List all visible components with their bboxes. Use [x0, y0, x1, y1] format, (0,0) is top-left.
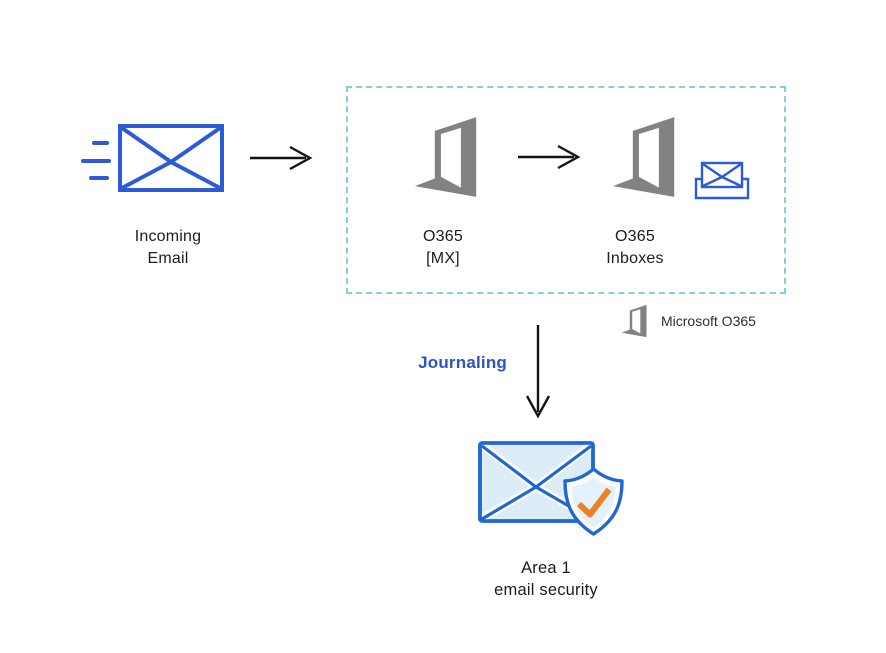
arrow-right-icon [250, 145, 313, 171]
incoming-email-label: Incoming Email [134, 228, 202, 267]
o365-group-box [346, 86, 786, 294]
speed-line-icon [89, 176, 109, 180]
legend-label: Microsoft O365 [661, 313, 756, 329]
arrow-right-icon [518, 144, 581, 170]
shield-check-icon [563, 467, 624, 536]
office365-icon [621, 304, 647, 338]
legend: Microsoft O365 [618, 302, 756, 340]
envelope-shield-check-icon [478, 441, 624, 536]
speed-line-icon [92, 141, 109, 145]
area1-label: Area 1 email security [494, 559, 598, 599]
o365-inboxes-label: O365 Inboxes [606, 228, 664, 267]
check-mark-icon [576, 487, 612, 518]
envelope-flap-lines [702, 163, 742, 188]
envelope-flap-lines [120, 126, 222, 190]
o365-mx-label: O365 [MX] [423, 228, 463, 267]
inbox-envelope-icon [694, 161, 750, 200]
speed-line-icon [81, 159, 111, 163]
office365-icon [414, 117, 477, 197]
office365-icon [612, 117, 675, 197]
envelope-icon [118, 124, 224, 192]
journaling-label: Journaling [418, 353, 507, 372]
arrow-down-icon [525, 325, 551, 419]
